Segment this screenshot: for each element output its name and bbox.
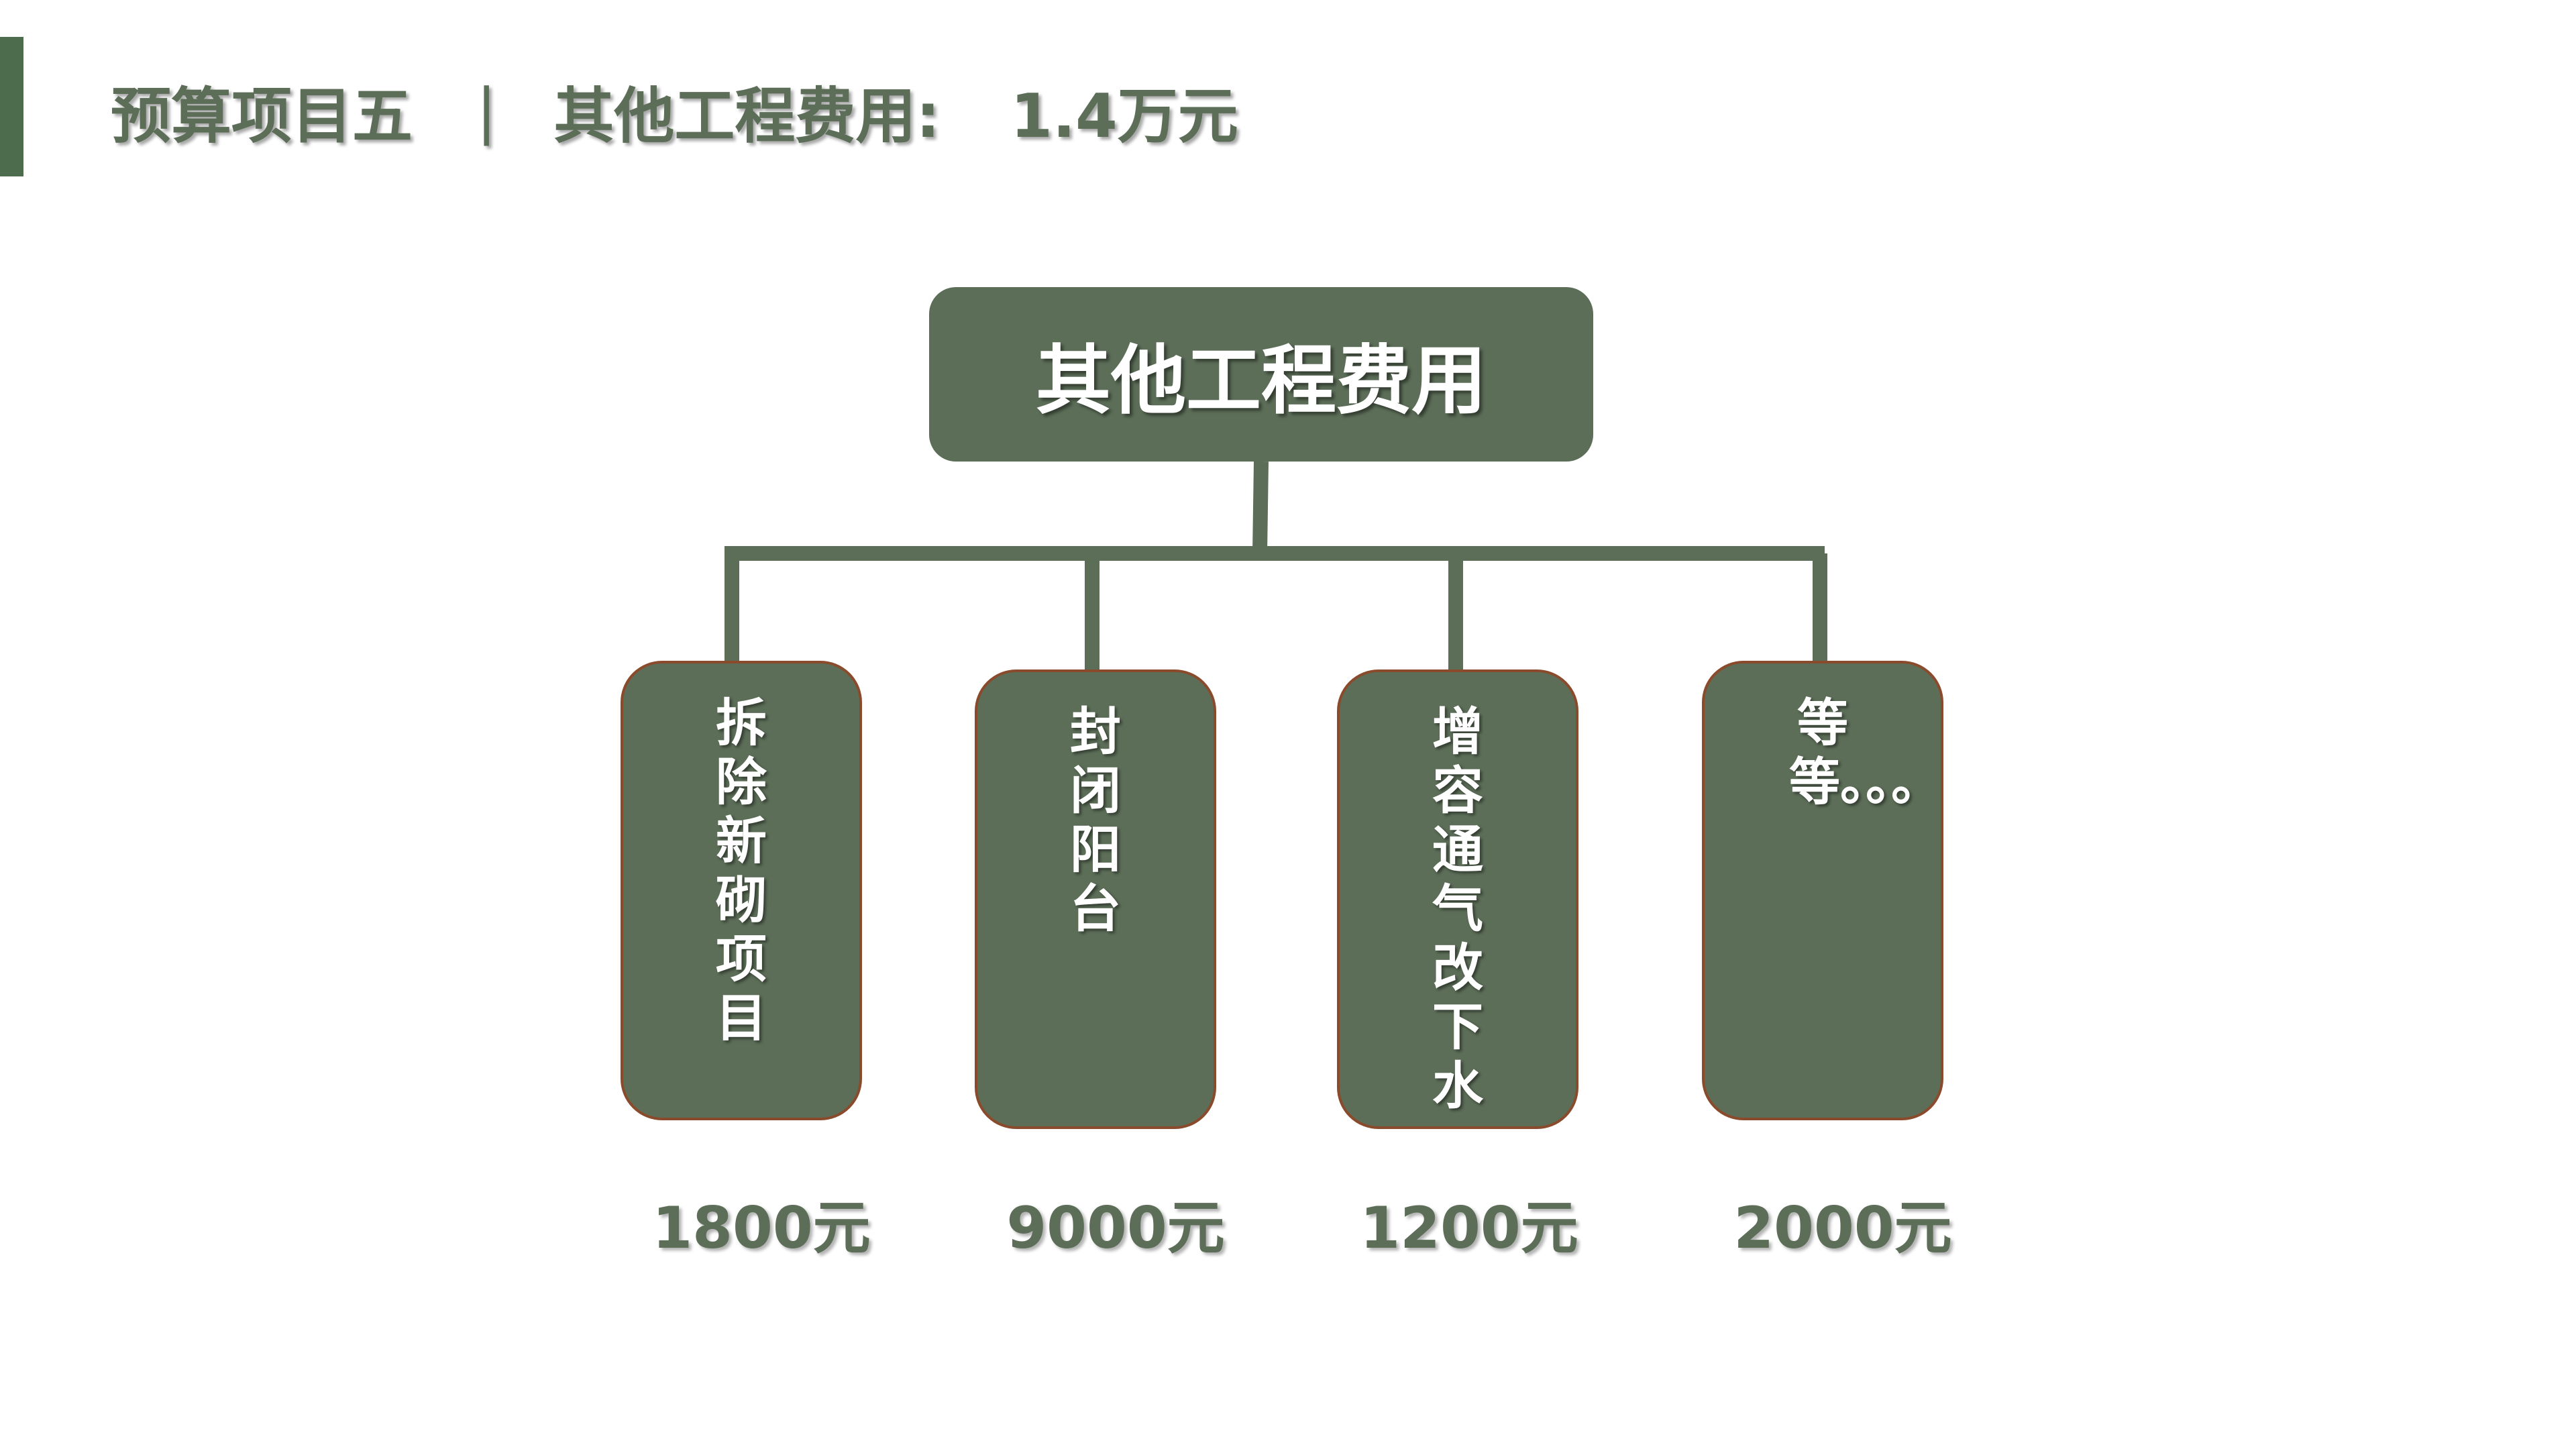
child-node-demolition: 拆除新砌项目 <box>621 661 862 1120</box>
child-node-label: 增容通气改下水 <box>1432 702 1483 1116</box>
child-node-label: 封闭阳台 <box>1070 702 1121 938</box>
header-separator: | <box>476 75 497 146</box>
child-node-label: 等等。。。 <box>1789 693 1942 812</box>
child-node-ventilation: 增容通气改下水 <box>1337 669 1578 1129</box>
header-amount: 1.4万元 <box>1010 81 1238 152</box>
root-stem-line <box>1252 461 1269 554</box>
child-node-balcony: 封闭阳台 <box>975 669 1216 1129</box>
page-header: 预算项目五 | 其他工程费用: 1.4万元 <box>111 67 1238 154</box>
cost-label-ventilation: 1200元 <box>1360 1195 1578 1262</box>
root-node: 其他工程费用 <box>929 287 1593 462</box>
header-accent-bar <box>0 37 23 176</box>
child-node-others: 等等。。。 <box>1702 661 1943 1120</box>
header-title: 预算项目五 <box>111 81 413 152</box>
root-node-label: 其他工程费用 <box>1036 337 1487 425</box>
header-subtitle: 其他工程费用: <box>553 81 941 152</box>
cost-label-others: 2000元 <box>1733 1195 1952 1262</box>
cost-label-demolition: 1800元 <box>652 1195 871 1262</box>
child-node-label: 拆除新砌项目 <box>716 693 767 1048</box>
cost-label-balcony: 9000元 <box>1006 1195 1225 1262</box>
